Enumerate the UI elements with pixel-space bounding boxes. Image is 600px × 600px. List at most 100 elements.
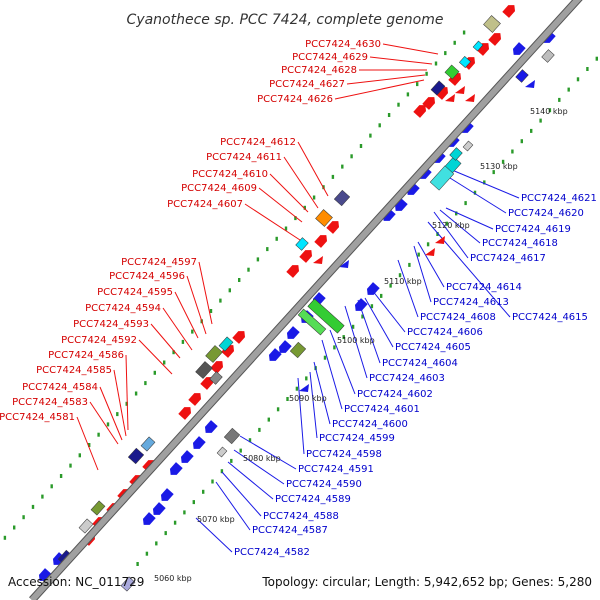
track-dot bbox=[106, 422, 110, 427]
gene-label[interactable]: PCC7424_4628 bbox=[281, 65, 357, 76]
track-dot bbox=[181, 339, 185, 344]
minus-strand-gene bbox=[142, 512, 156, 525]
gene-label[interactable]: PCC7424_4585 bbox=[36, 365, 112, 376]
gene-label[interactable]: PCC7424_4589 bbox=[275, 494, 351, 505]
gene-label[interactable]: PCC7424_4614 bbox=[446, 282, 522, 293]
gene-label[interactable]: PCC7424_4618 bbox=[482, 238, 558, 249]
track-dot bbox=[50, 484, 53, 489]
track-dot bbox=[492, 170, 495, 175]
track-dot bbox=[125, 401, 128, 406]
track-dot bbox=[267, 417, 270, 422]
track-dot bbox=[530, 128, 533, 133]
gene-label[interactable]: PCC7424_4592 bbox=[61, 335, 137, 346]
gene-label[interactable]: PCC7424_4627 bbox=[269, 79, 345, 90]
gene-box bbox=[315, 209, 333, 227]
gene-label[interactable]: PCC7424_4601 bbox=[344, 404, 420, 415]
gene-label[interactable]: PCC7424_4602 bbox=[357, 389, 433, 400]
track-dot bbox=[511, 149, 514, 154]
minus-strand-gene bbox=[354, 298, 368, 311]
gene-label[interactable]: PCC7424_4588 bbox=[263, 511, 339, 522]
gene-box bbox=[216, 446, 228, 458]
callout-line bbox=[417, 241, 445, 288]
gene-label[interactable]: PCC7424_4587 bbox=[252, 525, 328, 536]
plus-strand-gene bbox=[232, 331, 246, 344]
gene-label[interactable]: PCC7424_4582 bbox=[234, 547, 310, 558]
callout-line bbox=[244, 203, 301, 241]
gene-label[interactable]: PCC7424_4620 bbox=[508, 208, 584, 219]
plus-strand-gene bbox=[313, 256, 323, 264]
gene-label[interactable]: PCC7424_4584 bbox=[22, 382, 98, 393]
gene-label[interactable]: PCC7424_4617 bbox=[470, 253, 546, 264]
callout-line bbox=[239, 435, 297, 470]
gene-label[interactable]: PCC7424_4609 bbox=[181, 183, 257, 194]
minus-strand-gene bbox=[192, 436, 206, 449]
gene-label[interactable]: PCC7424_4581 bbox=[0, 412, 75, 423]
plus-strand-gene bbox=[502, 5, 516, 18]
gene-label[interactable]: PCC7424_4629 bbox=[292, 52, 368, 63]
gene-label[interactable]: PCC7424_4626 bbox=[257, 94, 333, 105]
genome-backbone bbox=[29, 0, 583, 600]
track-dot bbox=[155, 541, 158, 546]
track-dot bbox=[425, 71, 428, 76]
gene-label[interactable]: PCC7424_4612 bbox=[220, 137, 296, 148]
track-dot bbox=[173, 520, 177, 525]
gene-label[interactable]: PCC7424_4591 bbox=[298, 464, 374, 475]
callout-line bbox=[89, 401, 119, 445]
gene-label[interactable]: PCC7424_4613 bbox=[433, 297, 509, 308]
gene-box bbox=[333, 189, 351, 207]
gene-label[interactable]: PCC7424_4605 bbox=[395, 342, 471, 353]
track-dot bbox=[305, 376, 308, 381]
track-dot bbox=[483, 180, 486, 185]
track-dot bbox=[408, 262, 411, 267]
gene-label[interactable]: PCC7424_4603 bbox=[369, 373, 445, 384]
gene-label[interactable]: PCC7424_4610 bbox=[192, 169, 268, 180]
track-dot bbox=[567, 87, 570, 92]
gene-label[interactable]: PCC7424_4604 bbox=[382, 358, 458, 369]
gene-label[interactable]: PCC7424_4596 bbox=[109, 271, 185, 282]
track-dot bbox=[576, 77, 580, 82]
track-dot bbox=[78, 453, 81, 458]
gene-label[interactable]: PCC7424_4619 bbox=[495, 224, 571, 235]
minus-strand-gene bbox=[299, 384, 309, 392]
callout-line bbox=[445, 207, 494, 230]
gene-label[interactable]: PCC7424_4595 bbox=[97, 287, 173, 298]
gene-label[interactable]: PCC7424_4599 bbox=[319, 433, 395, 444]
track-dot bbox=[473, 190, 477, 195]
gene-label[interactable]: PCC7424_4621 bbox=[521, 193, 597, 204]
callout-line bbox=[364, 297, 394, 348]
gene-box bbox=[223, 427, 241, 445]
gene-label[interactable]: PCC7424_4611 bbox=[206, 152, 282, 163]
track-dot bbox=[248, 438, 252, 443]
gene-box bbox=[307, 298, 345, 334]
gene-label[interactable]: PCC7424_4615 bbox=[512, 312, 588, 323]
callout-line bbox=[297, 141, 329, 197]
track-dot bbox=[238, 278, 241, 282]
callout-line bbox=[371, 289, 406, 333]
plus-strand-gene bbox=[299, 250, 313, 263]
callout-line bbox=[451, 169, 520, 199]
minus-strand-gene bbox=[204, 420, 218, 433]
callout-line bbox=[309, 371, 318, 439]
gene-label[interactable]: PCC7424_4598 bbox=[306, 449, 382, 460]
tick-5110: 5110 kbp bbox=[384, 277, 422, 286]
gene-label[interactable]: PCC7424_4593 bbox=[73, 319, 149, 330]
gene-label[interactable]: PCC7424_4606 bbox=[407, 327, 483, 338]
gene-label[interactable]: PCC7424_4590 bbox=[286, 479, 362, 490]
track-dot bbox=[406, 92, 410, 97]
track-dot bbox=[59, 474, 63, 478]
track-dot bbox=[258, 427, 261, 432]
gene-label[interactable]: PCC7424_4607 bbox=[167, 199, 243, 210]
gene-box bbox=[444, 64, 460, 80]
gene-box bbox=[195, 361, 213, 379]
gene-label[interactable]: PCC7424_4597 bbox=[121, 257, 197, 268]
gene-label[interactable]: PCC7424_4586 bbox=[48, 350, 124, 361]
track-dot bbox=[361, 314, 364, 319]
minus-strand-gene bbox=[268, 348, 282, 361]
gene-label[interactable]: PCC7424_4600 bbox=[332, 419, 408, 430]
plus-strand-gene bbox=[314, 235, 328, 248]
gene-label[interactable]: PCC7424_4630 bbox=[305, 39, 381, 50]
gene-label[interactable]: PCC7424_4583 bbox=[12, 397, 88, 408]
gene-label[interactable]: PCC7424_4608 bbox=[420, 312, 496, 323]
tick-5080: 5080 kbp bbox=[243, 454, 281, 463]
gene-label[interactable]: PCC7424_4594 bbox=[85, 303, 161, 314]
